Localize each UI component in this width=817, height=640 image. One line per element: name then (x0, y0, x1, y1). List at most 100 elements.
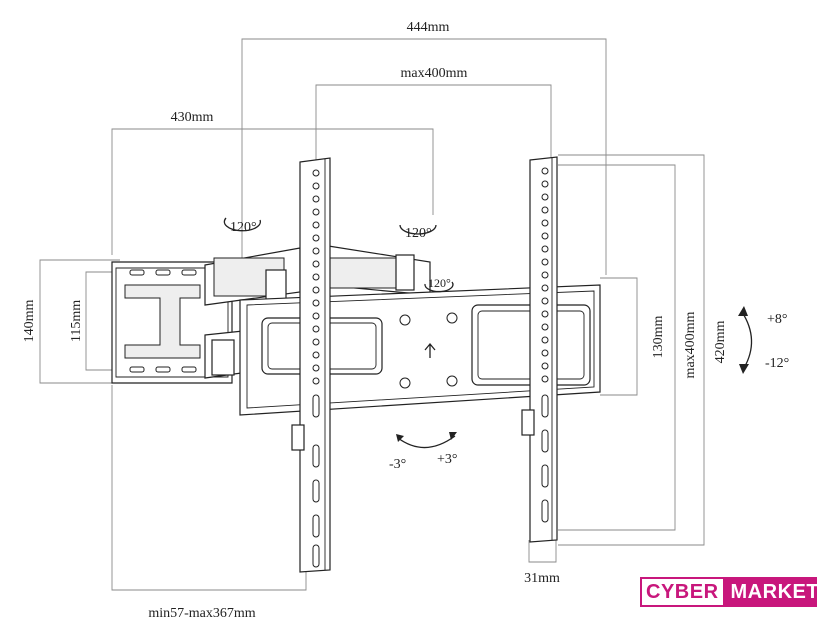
swivel-right-arc (424, 281, 454, 293)
brand-logo: CYBER MARKET .BY (640, 577, 817, 608)
rail-right-slot (541, 284, 549, 292)
arm-pivot-bottom-left (211, 339, 235, 376)
rail-right-slot (541, 258, 549, 266)
rail-right-slot (541, 271, 549, 279)
rail-left-slot (312, 364, 320, 372)
rail-left-slot (312, 195, 320, 203)
dim-130-line (600, 277, 638, 396)
rail-right-slot (541, 336, 549, 344)
tilt-arrow-up-icon (738, 306, 748, 316)
rail-left-slot (312, 286, 320, 294)
rail-right (521, 156, 558, 543)
rail-left-slot (312, 208, 320, 216)
rail-right-holes (541, 167, 549, 523)
tilt-arc (741, 311, 753, 369)
arm-pivot-left (265, 269, 287, 301)
rail-left-slot (312, 234, 320, 242)
rail-left-slot (312, 312, 320, 320)
tilt-up-label: +8° (767, 312, 788, 327)
rail-left-slot (312, 338, 320, 346)
rail-left-slot (312, 377, 320, 385)
dim-31-label: 31mm (524, 571, 560, 586)
tilt-arrow-down-icon (739, 364, 749, 374)
rail-right-slot (541, 167, 549, 175)
rail-left-long-slot (312, 514, 320, 538)
swivel-left-label: 120° (230, 220, 257, 235)
rail-right-slot (541, 310, 549, 318)
dim-444-line (241, 38, 607, 300)
up-arrow-icon (424, 342, 436, 358)
rail-right-long-slot (541, 499, 549, 523)
rail-right-slot (541, 297, 549, 305)
swivel-middle-arc (399, 224, 437, 235)
rail-right-slot (541, 232, 549, 240)
wall-slot-1 (129, 269, 145, 276)
rail-left-long-slot (312, 479, 320, 503)
dim-420-line (558, 154, 705, 546)
dim-31-line (528, 540, 557, 563)
rail-left-slot (312, 273, 320, 281)
dim-vesa-h-label: max400mm (401, 66, 468, 81)
dim-140-line (39, 259, 120, 384)
wall-slot-6 (181, 366, 197, 373)
rail-left-slot (312, 221, 320, 229)
swivel-markers: 120° 120° 120° (223, 217, 454, 293)
dim-depth-line (111, 385, 307, 591)
rail-right-slot (541, 193, 549, 201)
rail-right-slot (541, 206, 549, 214)
rail-left-slot (312, 247, 320, 255)
rail-left-long-slot (312, 444, 320, 468)
wall-slot-5 (155, 366, 171, 373)
dim-vesa-v-line (558, 164, 676, 531)
rail-right-slot (541, 219, 549, 227)
rail-right-slot (541, 180, 549, 188)
dim-430-label: 430mm (171, 110, 214, 125)
dim-430-line (111, 128, 434, 255)
rotation-arrow-right-icon (449, 432, 457, 440)
dim-115-label: 115mm (69, 300, 84, 342)
rail-right-slot (541, 245, 549, 253)
bracket-hole-1 (399, 314, 411, 326)
rail-left-slot (312, 299, 320, 307)
wall-plate-cutout (124, 284, 201, 359)
rotate-right-label: +3° (437, 452, 458, 467)
rotation-indicator: -3° +3° (389, 432, 458, 472)
rail-right-long-slot (541, 429, 549, 453)
rail-left-long-slot (312, 544, 320, 568)
brand-logo-cyber: CYBER (640, 577, 725, 607)
rail-left-slot (312, 351, 320, 359)
rail-left-slot (312, 325, 320, 333)
dim-140-label: 140mm (22, 300, 37, 343)
wall-slot-4 (129, 366, 145, 373)
rotation-arrow-left-icon (396, 434, 404, 442)
rotate-left-label: -3° (389, 457, 406, 472)
swivel-middle-label: 120° (405, 226, 432, 241)
swivel-left-arc (223, 217, 261, 232)
arm-pivot-right (395, 254, 415, 291)
bracket-hole-2 (446, 312, 458, 324)
rail-right-long-slot (541, 394, 549, 418)
dim-444-label: 444mm (407, 20, 450, 35)
swivel-right-label: 120° (428, 276, 451, 290)
wall-slot-3 (181, 269, 197, 276)
tilt-down-label: -12° (765, 356, 789, 371)
dim-vesa-v-label: max400mm (683, 311, 698, 378)
rail-left-slot (312, 169, 320, 177)
brand-logo-market: MARKET .BY (724, 577, 817, 608)
dim-130-label: 130mm (651, 316, 666, 359)
rail-left (291, 157, 331, 573)
dim-420-label: 420mm (713, 321, 728, 364)
rail-right-slot (541, 362, 549, 370)
rail-left-hook (291, 424, 305, 451)
rail-left-slot (312, 182, 320, 190)
rail-right-hook (521, 409, 535, 436)
rail-right-slot (541, 323, 549, 331)
rail-left-long-slot (312, 394, 320, 418)
tilt-indicator: +8° -12° (738, 306, 789, 374)
bracket-hole-4 (446, 375, 458, 387)
wall-plate (111, 261, 233, 384)
brand-logo-market-text: MARKET (730, 581, 817, 603)
brand-logo-domain: .BY (807, 598, 817, 608)
